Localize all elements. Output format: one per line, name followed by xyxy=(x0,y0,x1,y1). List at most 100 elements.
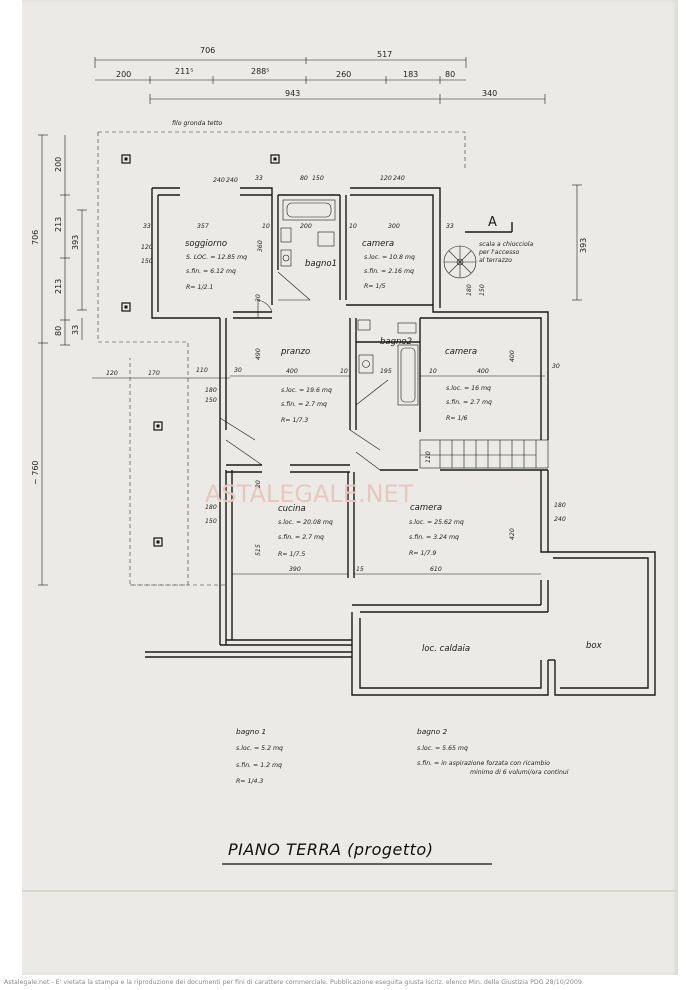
dim-110: 110 xyxy=(196,367,208,374)
room-name: camera xyxy=(410,503,442,513)
room-sloc: s.loc. = 10.8 mq xyxy=(364,254,415,261)
dim-left-760: ~ 760 xyxy=(31,460,40,485)
room-ratio: R= 1/6 xyxy=(446,415,467,422)
room-camera-1: camera s.loc. = 10.8 mq s.fin. = 2.16 mq… xyxy=(362,239,415,290)
room-camera-3: camera s.loc. = 25.62 mq s.fin. = 3.24 m… xyxy=(409,503,464,557)
dim-top-260: 260 xyxy=(336,70,351,79)
dim-200: 200 xyxy=(300,223,312,230)
dim-20: 20 xyxy=(255,480,262,488)
dim-top-340: 340 xyxy=(482,89,497,98)
room-soggiorno: soggiorno S. LOC. = 12.85 mq s.fin. = 6.… xyxy=(185,239,247,291)
dim-240a: 240 xyxy=(213,177,225,184)
roof-outline xyxy=(97,131,466,586)
dim-10d: 10 xyxy=(429,368,437,375)
dim-10b: 10 xyxy=(349,223,357,230)
legend-sfin: s.fin. = 1.2 mq xyxy=(236,762,282,769)
dim-170: 170 xyxy=(148,370,160,377)
dim-top-943: 943 xyxy=(285,89,300,98)
bathroom-fixtures xyxy=(277,199,419,406)
room-cucina: cucina s.loc. = 20.08 mq s.fin. = 2.7 mq… xyxy=(278,504,333,558)
room-sfin: s.fin. = 2.16 mq xyxy=(364,268,414,275)
walls xyxy=(145,187,656,696)
dim-360: 360 xyxy=(257,240,264,252)
room-ratio: R= 1/7.5 xyxy=(278,551,305,558)
right-dimension-line xyxy=(572,184,582,301)
door-swings xyxy=(219,299,381,471)
dim-top-183: 183 xyxy=(403,70,418,79)
room-ratio: R= 1/7.9 xyxy=(409,550,436,557)
dim-right-393: 393 xyxy=(579,238,588,253)
dim-top-706: 706 xyxy=(200,46,215,55)
spiral-staircase xyxy=(443,245,477,279)
dim-400a: 400 xyxy=(286,368,298,375)
room-name: camera xyxy=(445,347,477,357)
drawing-sheet xyxy=(22,0,678,975)
legend-ratio: R= 1/4.3 xyxy=(236,778,263,785)
room-name: pranzo xyxy=(280,347,310,357)
legend-sloc: s.loc. = 5.2 mq xyxy=(236,745,283,752)
dim-515: 515 xyxy=(255,544,262,556)
section-mark xyxy=(465,222,513,233)
dim-left-706: 706 xyxy=(31,230,40,245)
stair-note-3: al terrazzo xyxy=(479,256,512,264)
dim-30b: 30 xyxy=(234,367,242,374)
straight-stair xyxy=(419,439,549,469)
dim-110b: 110 xyxy=(425,451,432,463)
dim-top-80: 80 xyxy=(445,70,455,79)
dim-33b: 33 xyxy=(143,223,151,230)
dim-490: 490 xyxy=(255,348,262,360)
dim-390: 390 xyxy=(289,566,301,573)
room-pranzo: pranzo s.loc. = 19.6 mq s.fin. = 2.7 mq … xyxy=(280,347,332,424)
dim-180b: 180 xyxy=(205,387,217,394)
dim-610: 610 xyxy=(430,566,442,573)
room-sloc: s.loc. = 16 mq xyxy=(446,385,491,392)
legend-title: bagno 1 xyxy=(236,727,266,736)
dim-150d: 150 xyxy=(205,397,217,404)
pillars xyxy=(121,154,280,547)
dim-33c: 33 xyxy=(446,223,454,230)
dim-150e: 150 xyxy=(205,518,217,525)
dim-400b: 400 xyxy=(477,368,489,375)
room-sfin: s.fin. = 3.24 mq xyxy=(409,534,459,541)
room-sloc: s.loc. = 20.08 mq xyxy=(278,519,333,526)
room-sloc: s.loc. = 19.6 mq xyxy=(281,387,332,394)
footer-disclaimer: Astalegale.net - E' vietata la stampa e … xyxy=(4,979,582,986)
dim-top-211: 211⁵ xyxy=(175,67,193,76)
dim-420: 420 xyxy=(509,528,516,540)
dim-195: 195 xyxy=(380,368,392,375)
top-dimension-lines xyxy=(94,57,546,104)
legend-bagno2: bagno 2 s.loc. = 5.65 mq s.fin. = in asp… xyxy=(417,727,569,776)
sheet-title: PIANO TERRA (progetto) xyxy=(228,840,433,859)
legend-title: bagno 2 xyxy=(417,727,447,736)
room-bagno2: bagno2 xyxy=(380,337,412,347)
room-ratio: R= 1/5 xyxy=(364,283,385,290)
dim-150a: 150 xyxy=(312,175,324,182)
legend-bagno1: bagno 1 s.loc. = 5.2 mq s.fin. = 1.2 mq … xyxy=(236,727,283,785)
room-loc-caldaia: loc. caldaia xyxy=(422,644,470,654)
dim-15: 15 xyxy=(356,566,364,573)
stair-note-2: per l'accesso xyxy=(478,249,520,256)
watermark-text: ASTALEGALE.NET xyxy=(205,480,414,508)
dim-left-213b: 213 xyxy=(54,279,63,294)
dim-top-517: 517 xyxy=(377,50,392,59)
dim-left-213a: 213 xyxy=(54,217,63,232)
label-fascia-tetto: filo gronda tetto xyxy=(172,119,222,127)
room-name: camera xyxy=(362,239,394,249)
dim-400c: 400 xyxy=(509,350,516,362)
room-sloc: S. LOC. = 12.85 mq xyxy=(186,254,247,261)
dim-80: 80 xyxy=(300,175,308,182)
stair-note-1: scala a chiocciola xyxy=(479,241,534,248)
dim-240c: 240 xyxy=(393,175,405,182)
room-box: box xyxy=(586,641,603,651)
dim-300: 300 xyxy=(388,223,400,230)
dim-30a: 30 xyxy=(255,294,262,302)
room-sfin: s.fin. = 2.7 mq xyxy=(278,534,324,541)
dim-240b: 240 xyxy=(226,177,238,184)
dim-top-200: 200 xyxy=(116,70,131,79)
dim-357: 357 xyxy=(197,223,209,230)
section-mark-letter: A xyxy=(488,215,497,230)
dim-180c: 180 xyxy=(554,502,566,509)
left-dimension-lines xyxy=(38,134,87,586)
room-camera-2: camera s.loc. = 16 mq s.fin. = 2.7 mq R=… xyxy=(445,347,492,422)
dim-left-393: 393 xyxy=(71,235,80,250)
